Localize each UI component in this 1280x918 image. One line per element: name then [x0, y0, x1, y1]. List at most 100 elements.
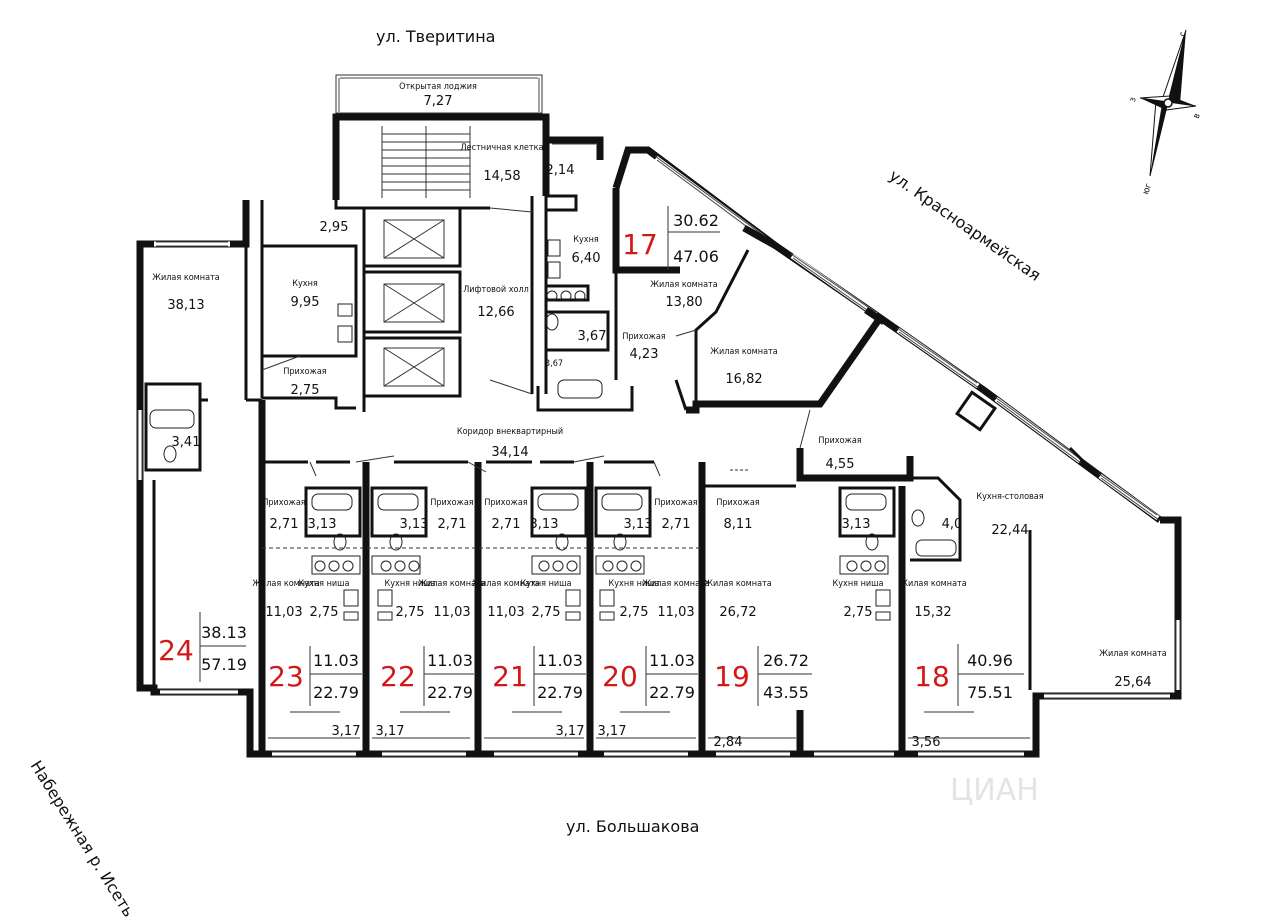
- apartment-19[interactable]: 19 26.72 43.55: [714, 646, 812, 706]
- svg-text:22: 22: [380, 660, 416, 693]
- svg-text:2,71: 2,71: [492, 517, 521, 532]
- svg-text:3,17: 3,17: [556, 724, 585, 739]
- svg-text:22.79: 22.79: [313, 683, 359, 702]
- svg-text:Кухня: Кухня: [292, 279, 318, 289]
- svg-text:2,71: 2,71: [438, 517, 467, 532]
- svg-text:47.06: 47.06: [673, 247, 719, 266]
- svg-text:Прихожая: Прихожая: [818, 436, 861, 446]
- svg-text:6,40: 6,40: [572, 251, 601, 266]
- svg-text:Прихожая: Прихожая: [622, 332, 665, 342]
- apartment-18[interactable]: 18 40.96 75.51: [914, 644, 1024, 706]
- svg-text:Прихожая: Прихожая: [430, 498, 473, 508]
- svg-text:4,55: 4,55: [826, 457, 855, 472]
- svg-text:Прихожая: Прихожая: [654, 498, 697, 508]
- svg-text:Прихожая: Прихожая: [716, 498, 759, 508]
- svg-text:Жилая комната: Жилая комната: [899, 579, 966, 589]
- loggia: [335, 74, 543, 114]
- room-kitchen-dining-18: Кухня-столовая 22,44: [976, 492, 1043, 538]
- room-kitchen-17: Кухня 6,40: [572, 235, 601, 266]
- svg-text:3,13: 3,13: [400, 517, 429, 532]
- svg-text:2,75: 2,75: [396, 605, 425, 620]
- svg-text:19: 19: [714, 660, 750, 693]
- room-living-18a: Жилая комната 15,32: [899, 579, 966, 620]
- svg-text:Прихожая: Прихожая: [262, 498, 305, 508]
- svg-text:2,71: 2,71: [662, 517, 691, 532]
- svg-text:25,64: 25,64: [1114, 675, 1151, 690]
- svg-text:Жилая комната: Жилая комната: [252, 579, 319, 589]
- watermark: ЦИАН: [950, 773, 1039, 808]
- svg-text:16,82: 16,82: [725, 372, 762, 387]
- room-loggia: Открытая лоджия 7,27: [399, 82, 477, 109]
- svg-text:13,80: 13,80: [665, 295, 702, 310]
- svg-text:3,17: 3,17: [376, 724, 405, 739]
- svg-text:Лестничная клетка: Лестничная клетка: [461, 143, 544, 153]
- room-hall-18: Прихожая 4,55: [818, 436, 861, 472]
- svg-text:Жилая комната: Жилая комната: [1099, 649, 1166, 659]
- svg-text:20: 20: [602, 660, 638, 693]
- svg-text:2,75: 2,75: [844, 605, 873, 620]
- street-east: ул. Красноармейская: [886, 166, 1045, 285]
- svg-text:3,17: 3,17: [598, 724, 627, 739]
- svg-text:8,11: 8,11: [724, 517, 753, 532]
- svg-text:11,03: 11,03: [657, 605, 694, 620]
- room-hall-17: Прихожая 4,23: [622, 332, 665, 362]
- svg-text:17: 17: [622, 228, 658, 261]
- room-3-67-b: 3,67: [545, 359, 563, 369]
- svg-text:24: 24: [158, 634, 194, 667]
- svg-text:3,13: 3,13: [624, 517, 653, 532]
- room-3-41: 3,41: [172, 435, 201, 450]
- svg-text:23: 23: [268, 660, 304, 693]
- room-niche-18: Кухня ниша 2,75: [833, 579, 884, 620]
- room-stairwell: Лестничная клетка 14,58: [461, 143, 544, 184]
- room-labels: Открытая лоджия 7,27 Лестничная клетка 1…: [152, 82, 1166, 750]
- svg-text:38,13: 38,13: [167, 298, 204, 313]
- apartment-24[interactable]: 24 38.13 57.19: [158, 612, 247, 682]
- svg-text:40.96: 40.96: [967, 651, 1013, 670]
- svg-text:15,32: 15,32: [914, 605, 951, 620]
- svg-text:22.79: 22.79: [649, 683, 695, 702]
- svg-text:Прихожая: Прихожая: [283, 367, 326, 377]
- svg-text:2,75: 2,75: [620, 605, 649, 620]
- room-balcony-19: 2,84: [714, 735, 743, 750]
- svg-text:Коридор внеквартирный: Коридор внеквартирный: [457, 427, 563, 437]
- svg-text:Жилая комната: Жилая комната: [650, 280, 717, 290]
- svg-text:Жилая комната: Жилая комната: [704, 579, 771, 589]
- svg-text:Кухня ниша: Кухня ниша: [385, 579, 436, 589]
- svg-text:11,03: 11,03: [487, 605, 524, 620]
- svg-text:22.79: 22.79: [537, 683, 583, 702]
- street-west: Набережная р. Исеть: [27, 757, 139, 918]
- svg-text:Жилая комната: Жилая комната: [418, 579, 485, 589]
- svg-text:Открытая лоджия: Открытая лоджия: [399, 82, 477, 92]
- room-3-67-a: 3,67: [578, 329, 607, 344]
- room-bath-18: 3,13: [842, 517, 871, 532]
- svg-text:18: 18: [914, 660, 950, 693]
- studio-23-rooms: Прихожая 2,71 3,13 Жилая комната 11,03 К…: [252, 498, 360, 739]
- svg-text:22,44: 22,44: [991, 523, 1028, 538]
- street-south: ул. Большакова: [566, 817, 699, 836]
- svg-text:11,03: 11,03: [433, 605, 470, 620]
- svg-text:75.51: 75.51: [967, 683, 1013, 702]
- svg-text:11.03: 11.03: [537, 651, 583, 670]
- room-living-24: Жилая комната 38,13: [152, 273, 219, 313]
- studio-22-rooms: Прихожая 2,71 3,13 Жилая комната 11,03 К…: [376, 498, 486, 739]
- svg-text:2,75: 2,75: [532, 605, 561, 620]
- svg-text:34,14: 34,14: [491, 445, 528, 460]
- apartment-21[interactable]: 21 11.03 22.79: [492, 646, 586, 706]
- svg-text:7,27: 7,27: [424, 94, 453, 109]
- svg-text:57.19: 57.19: [201, 655, 247, 674]
- room-balcony-18: 3,56: [912, 735, 941, 750]
- svg-text:Кухня ниша: Кухня ниша: [299, 579, 350, 589]
- room-hall-19: Прихожая 8,11: [716, 498, 759, 532]
- svg-text:38.13: 38.13: [201, 623, 247, 642]
- apartment-23[interactable]: 23 11.03 22.79: [268, 646, 362, 706]
- svg-text:Лифтовой холл: Лифтовой холл: [463, 285, 529, 295]
- apartment-20[interactable]: 20 11.03 22.79: [602, 646, 698, 706]
- compass-north: с: [1178, 31, 1189, 39]
- svg-text:3,13: 3,13: [530, 517, 559, 532]
- apartment-22[interactable]: 22 11.03 22.79: [380, 646, 474, 706]
- room-elevator-hall: Лифтовой холл 12,66: [463, 285, 529, 320]
- svg-text:2,71: 2,71: [270, 517, 299, 532]
- svg-text:2,75: 2,75: [291, 383, 320, 398]
- svg-text:Кухня: Кухня: [573, 235, 599, 245]
- apartment-17[interactable]: 17 30.62 47.06: [622, 206, 720, 270]
